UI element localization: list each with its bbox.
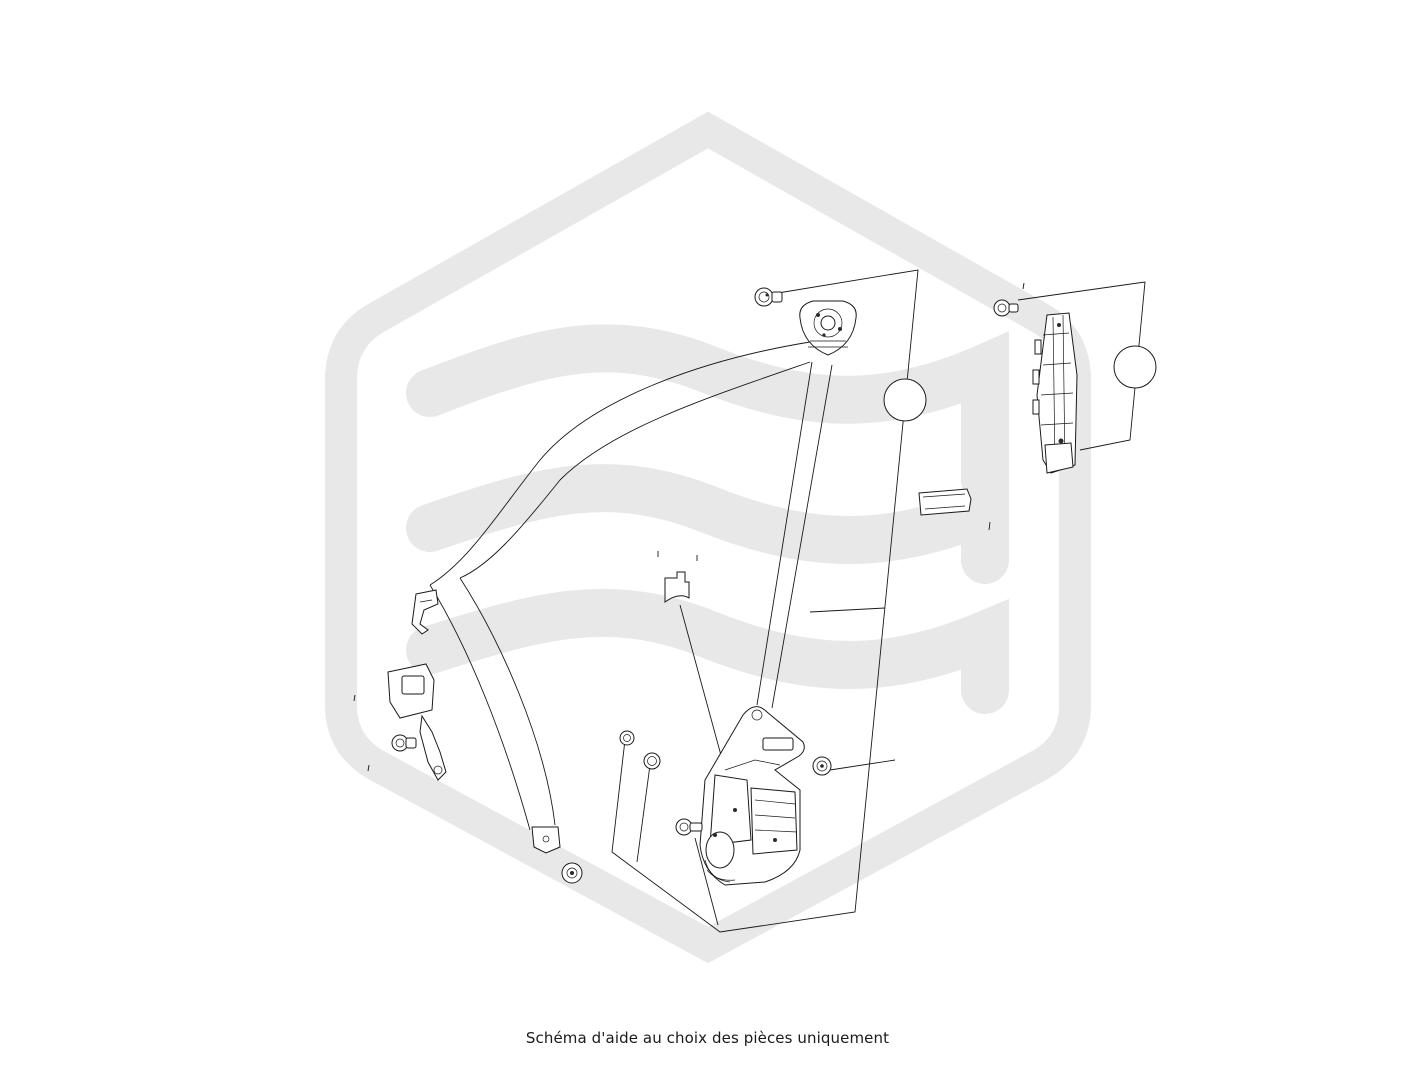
callout-circles <box>883 345 1157 422</box>
belt-webbing <box>429 341 886 831</box>
retractor-inertia-reel <box>699 706 805 886</box>
height-adjuster-bolt <box>993 299 1019 317</box>
washer-1 <box>619 730 635 746</box>
shoulder-bolt-top <box>754 287 783 307</box>
callout-circle-2 <box>1113 345 1157 389</box>
plug-connector <box>664 571 690 603</box>
tick-marks <box>353 282 1025 772</box>
anchor-bolt <box>561 862 583 884</box>
buckle-bolt <box>391 734 417 752</box>
leader-lines <box>611 269 1146 933</box>
buckle-assembly <box>387 663 447 781</box>
height-adjuster-rail <box>1032 312 1078 474</box>
d-ring-guide <box>799 300 857 356</box>
retractor-bolt <box>675 818 703 836</box>
seat-belt-exploded-diagram <box>325 111 1157 964</box>
retractor-upper-bolt <box>812 756 832 776</box>
diagram-caption: Schéma d'aide au choix des pièces unique… <box>525 1029 890 1047</box>
belt-end-anchor <box>531 826 561 854</box>
washer-2 <box>643 752 661 770</box>
belt-tongue <box>411 589 439 635</box>
callout-circle-1 <box>883 378 927 422</box>
adjuster-cover <box>918 488 972 516</box>
